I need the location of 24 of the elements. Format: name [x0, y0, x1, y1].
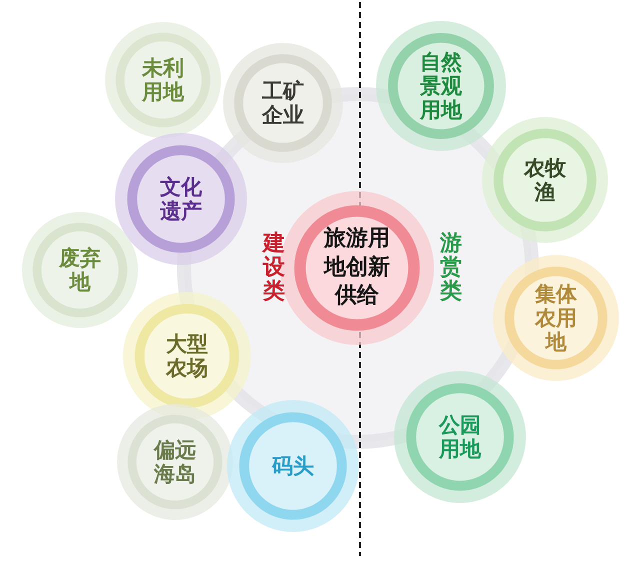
circle-label: 农牧渔: [522, 156, 567, 204]
circle-label: 自然景观用地: [418, 50, 464, 122]
category-circle: [482, 117, 608, 243]
circle-label: 偏远海岛: [152, 438, 197, 486]
circle-label: 废弃地: [58, 246, 102, 294]
category-circle: [394, 371, 526, 503]
category-circle: [493, 255, 619, 381]
circle-label: 码头: [270, 454, 315, 478]
circle-label: 旅游用地创新供给: [322, 225, 391, 310]
category-circle: [105, 22, 221, 138]
category-circle: [223, 43, 343, 163]
category-circle: [22, 212, 138, 328]
category-circle: [376, 21, 506, 151]
category-label: 游赏类: [440, 232, 462, 305]
circle-label: 集体农用地: [534, 282, 578, 354]
category-circle: [115, 133, 247, 265]
category-label: 建设类: [263, 232, 285, 305]
circle-label: 文化遗产: [159, 174, 203, 224]
circle-label: 未利用地: [140, 56, 186, 104]
category-circle: [117, 404, 233, 520]
circle-label: 大型农场: [164, 332, 209, 380]
circle-label: 工矿企业: [260, 78, 305, 128]
category-circle: [227, 400, 359, 532]
circle-label: 公园用地: [438, 412, 482, 462]
